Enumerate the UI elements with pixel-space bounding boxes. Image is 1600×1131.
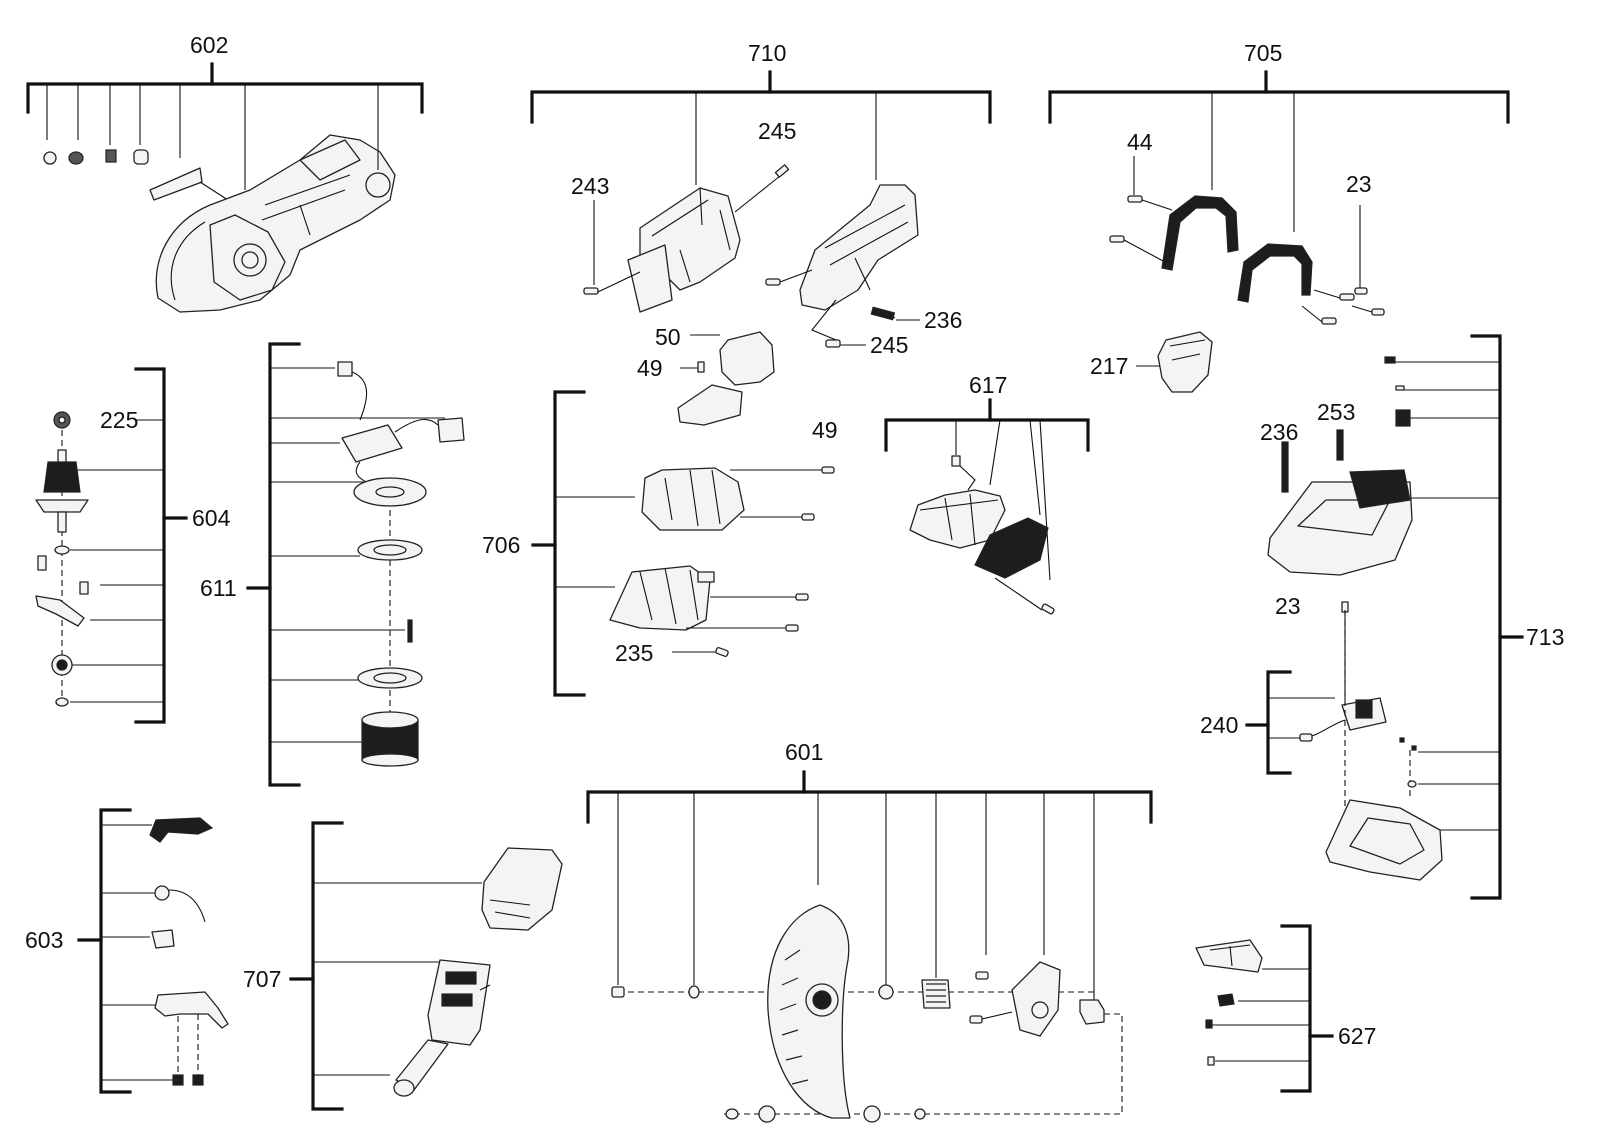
connector-part bbox=[337, 361, 353, 377]
group-706: 49 706 235 bbox=[482, 390, 838, 697]
screw-243-part bbox=[583, 287, 599, 295]
label-50: 50 bbox=[655, 324, 681, 350]
terminal-clip-part bbox=[1395, 409, 1411, 427]
bracket-611 bbox=[268, 342, 301, 787]
bracket-603 bbox=[99, 808, 132, 1094]
label-23-lower: 23 bbox=[1275, 593, 1301, 619]
clip-217-part bbox=[1157, 331, 1213, 393]
label-617: 617 bbox=[969, 372, 1007, 398]
motor-shroud-part bbox=[609, 565, 711, 631]
label-707: 707 bbox=[243, 966, 281, 992]
bracket-604 bbox=[134, 367, 166, 724]
label-706: 706 bbox=[482, 532, 520, 558]
group-705: 705 44 23 bbox=[1048, 40, 1510, 325]
group-707: 707 bbox=[243, 821, 563, 1111]
label-44: 44 bbox=[1127, 129, 1153, 155]
screw-236-part bbox=[870, 306, 896, 321]
control-board-part bbox=[341, 424, 403, 463]
spring-part bbox=[105, 149, 117, 163]
label-217: 217 bbox=[1090, 353, 1128, 379]
bracket-713 bbox=[1470, 334, 1502, 900]
sleeve-part bbox=[133, 149, 149, 165]
group-603: 603 bbox=[25, 808, 229, 1094]
label-236-right: 236 bbox=[1260, 419, 1298, 445]
bracket-617 bbox=[884, 418, 1090, 452]
end-cap-part bbox=[481, 847, 563, 931]
mount-part bbox=[974, 517, 1049, 579]
label-235: 235 bbox=[615, 640, 653, 666]
bracket-240 bbox=[1266, 670, 1292, 775]
duct-and-clip-parts: 50 49 217 bbox=[637, 324, 1213, 426]
knob-part bbox=[68, 151, 84, 165]
label-240: 240 bbox=[1200, 712, 1238, 738]
label-710: 710 bbox=[748, 40, 786, 66]
screw-245-part bbox=[774, 164, 790, 178]
label-603: 603 bbox=[25, 927, 63, 953]
group-604: 225 604 bbox=[35, 367, 231, 724]
spring-601-part bbox=[921, 979, 951, 1009]
group-611: 611 bbox=[200, 342, 465, 787]
switch-module-part bbox=[437, 417, 465, 443]
label-253: 253 bbox=[1317, 399, 1355, 425]
lock-button-part bbox=[151, 929, 175, 949]
label-627: 627 bbox=[1338, 1023, 1376, 1049]
group-601: 601 bbox=[586, 739, 1153, 1123]
bracket-601 bbox=[586, 790, 1153, 824]
group-713: 236 253 23 713 bbox=[1260, 334, 1564, 900]
label-225: 225 bbox=[100, 407, 138, 433]
guard-bracket-part bbox=[909, 489, 1006, 549]
armature-part bbox=[43, 461, 81, 493]
switch-housing-part bbox=[1195, 939, 1263, 973]
bracket-705 bbox=[1048, 90, 1510, 124]
label-601: 601 bbox=[785, 739, 823, 765]
trigger-part bbox=[149, 817, 214, 843]
cover-plate-part bbox=[149, 167, 203, 201]
label-49-lower: 49 bbox=[812, 417, 838, 443]
motor-housing-part bbox=[155, 134, 396, 313]
label-243: 243 bbox=[571, 173, 609, 199]
label-705: 705 bbox=[1244, 40, 1282, 66]
motor-cover-part bbox=[641, 467, 745, 531]
label-713: 713 bbox=[1526, 624, 1564, 650]
duct-part bbox=[719, 331, 775, 386]
label-245-top: 245 bbox=[758, 118, 796, 144]
label-245-bottom: 245 bbox=[870, 332, 908, 358]
label-604: 604 bbox=[192, 505, 231, 531]
bracket-710 bbox=[530, 90, 992, 124]
handle-right-part bbox=[1237, 243, 1313, 303]
handle-left-part bbox=[1161, 195, 1239, 271]
lever-plate-part bbox=[1011, 961, 1061, 1037]
label-236-mid: 236 bbox=[924, 307, 962, 333]
bracket-707 bbox=[311, 821, 344, 1111]
blade-guard-part bbox=[767, 904, 851, 1119]
bracket-602 bbox=[26, 82, 424, 114]
right-housing-half-part bbox=[799, 184, 919, 311]
bearing-plate-part bbox=[35, 595, 85, 627]
group-627: 627 bbox=[1195, 924, 1376, 1093]
group-602: 602 bbox=[26, 32, 424, 313]
label-611: 611 bbox=[200, 575, 237, 601]
group-240: 240 bbox=[1200, 670, 1335, 775]
o-ring-part bbox=[43, 151, 57, 165]
group-617: 617 bbox=[884, 372, 1090, 615]
group-710: 710 245 243 236 245 bbox=[530, 40, 992, 358]
bracket-706 bbox=[553, 390, 586, 697]
label-49-upper: 49 bbox=[637, 355, 663, 381]
label-23-top: 23 bbox=[1346, 171, 1372, 197]
label-602: 602 bbox=[190, 32, 228, 58]
bracket-627 bbox=[1280, 924, 1312, 1093]
trigger-lever-part bbox=[154, 991, 229, 1029]
